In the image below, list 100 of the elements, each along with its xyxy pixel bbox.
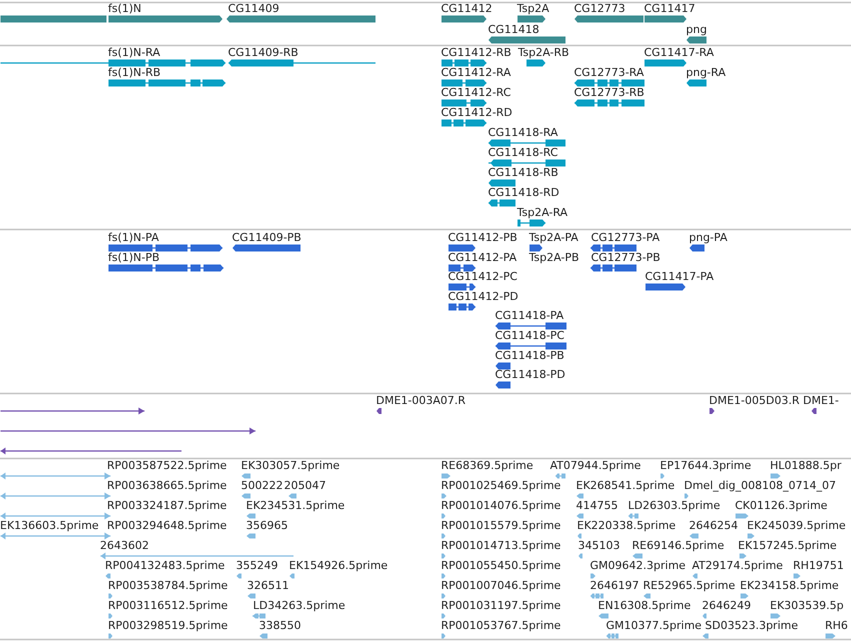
est-label: RP001014713.5prime [441,539,561,552]
transcript-label: CG11418-RB [488,166,558,179]
est-label: CK01126.3prime [735,499,828,512]
est-label: RP003538784.5prime [108,579,228,592]
est-label: RE52965.5prime [643,579,736,592]
transcript-label: CG11412-RA [441,66,511,79]
est-label: EK268541.5prime [576,479,675,492]
transcript-label: CG11412-RD [441,106,512,119]
protein-label: CG11409-PB [232,231,302,244]
est-label: GM09642.3prime [590,559,686,572]
protein-label: CG11412-PD [448,290,518,303]
est-label: RP001025469.5prime [441,479,561,492]
gene-label: CG11417 [644,2,696,15]
transcript-label: CG11412-RC [441,86,511,99]
est-label: 2643602 [100,539,149,552]
protein-label: CG11418-PB [495,348,564,362]
est-label: EK157245.5prime [738,539,837,552]
est-label: RP003587522.5prime [107,459,227,472]
est-label: AT07944.5prime [550,459,641,472]
est-label: EK154926.5prime [289,559,388,572]
est-label: HL01888.5pr [770,459,842,472]
est-label: RH6 [825,619,848,632]
est-label: 338550 [259,619,301,632]
est-label: RP001031197.5prime [441,599,561,612]
protein-label: CG12773-PA [591,231,660,244]
est-label: RP001014076.5prime [441,499,561,512]
transcript-label: png-RA [686,66,726,79]
clone-end-label: DME1- [803,394,839,407]
gene-label: CG11418 [488,23,540,36]
est-label: Dmel_dig_008108_0714_07 [684,479,836,492]
transcript-label: CG11418-RD [488,186,560,199]
est-label: EK303539.5p [770,599,844,612]
est-label: 2646254 [689,519,738,532]
clone-end-label: DME1-005D03.R [709,394,800,407]
transcript-label: CG12773-RA [574,66,644,79]
transcript-label: fs(1)N-RB [108,66,161,79]
est-label: EK220338.5prime [577,519,676,532]
protein-label: fs(1)N-PA [108,231,159,244]
est-label: LD26303.5prime [628,499,720,512]
est-label: 326511 [247,579,289,592]
est-label: LD34263.5prime [253,599,346,612]
est-label: EK136603.5prime [0,519,99,532]
transcript-label: Tsp2A-RA [517,206,568,219]
est-label: EK234531.5prime [246,499,345,512]
gene-label: Tsp2A [517,2,550,15]
est-label: 2646197 [590,579,639,592]
protein-label: Tsp2A-PB [529,250,580,264]
est-label: 355249 [236,559,278,572]
protein-label: CG11418-PC [495,329,564,342]
est-label: RP001053767.5prime [441,619,561,632]
est-label: EN16308.5prime [598,599,691,612]
est-label: EK234158.5prime [740,579,839,592]
est-label: SD03523.3prime [705,619,798,632]
gene-label: CG11409 [228,2,280,15]
est-label: RP003116512.5prime [108,599,228,612]
est-label: EK303057.5prime [241,459,340,472]
est-label: 2646249 [702,599,751,612]
protein-label: CG11417-PA [645,270,714,284]
protein-label: fs(1)N-PB [108,250,160,264]
est-label: 356965 [246,519,288,532]
protein-label: Tsp2A-PA [529,231,578,244]
est-label: 414755 [576,499,618,512]
protein-label: CG12773-PB [591,250,660,264]
protein-label: png-PA [689,231,728,244]
gene-label: png [686,23,707,36]
transcript-label: fs(1)N-RA [108,46,160,59]
est-label: AT29174.5prime [692,559,783,572]
transcript-label: CG11409-RB [228,46,298,59]
protein-label: CG11412-PA [448,250,517,264]
gene-label: CG12773 [574,2,626,15]
transcript-label: CG11412-RB [441,46,512,59]
est-label: RE69146.5prime [632,539,724,552]
est-label: RP001007046.5prime [441,579,561,592]
est-label: RP001055450.5prime [441,559,561,572]
est-label: GM10377.5prime [606,619,702,632]
protein-label: CG11418-PA [495,309,564,322]
est-label: RP001015579.5prime [441,519,561,532]
est-label: RP004132483.5prime [105,559,225,572]
est-label: EK245039.5prime [747,519,846,532]
est-label: RP003324187.5prime [107,499,227,512]
transcript-label: Tsp2A-RB [518,46,570,59]
est-label: RP003638665.5prime [107,479,227,492]
protein-label: CG11412-PC [448,270,518,284]
est-label: 345103 [578,539,620,552]
est-label: RH19751 [793,559,844,572]
gene-label: fs(1)N [108,2,142,15]
est-label: RE68369.5prime [441,459,534,472]
est-label: 205047 [284,479,326,492]
transcript-label: CG11417-RA [644,46,714,59]
est-label: RP003294648.5prime [107,519,227,532]
protein-label: CG11418-PD [495,368,566,382]
est-label: EP17644.3prime [660,459,752,472]
est-label: 500222 [241,479,283,492]
transcript-label: CG11418-RC [488,146,558,159]
clone-end-label: DME1-003A07.R [376,394,466,407]
gene-label: CG11412 [441,2,492,15]
protein-label: CG11412-PB [448,231,518,244]
transcript-label: CG12773-RB [574,86,644,99]
transcript-label: CG11418-RA [488,126,558,139]
est-label: RP003298519.5prime [108,619,228,632]
